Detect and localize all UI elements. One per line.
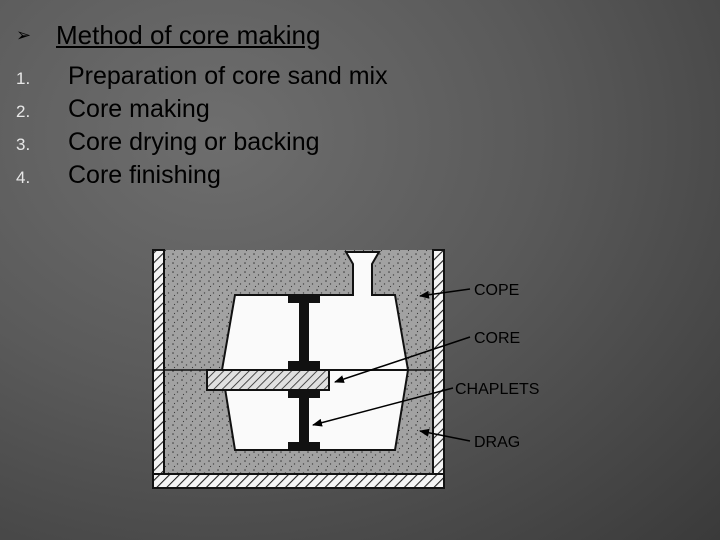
step-item: 2. Core making	[16, 93, 388, 126]
chaplet-upper-foot	[288, 361, 320, 370]
drag-leader	[419, 428, 471, 442]
drag-label: DRAG	[474, 434, 520, 451]
step-text: Core finishing	[68, 161, 221, 189]
flask-right-wall	[432, 249, 445, 489]
steps-list: 1. Preparation of core sand mix 2. Core ma…	[16, 60, 388, 192]
step-number: 2.	[16, 102, 31, 121]
core	[206, 369, 330, 391]
step-text: Core drying or backing	[68, 128, 320, 156]
chaplet-lower-stem	[299, 398, 309, 442]
chaplets-leader	[312, 387, 454, 427]
core-label: CORE	[474, 330, 520, 347]
chaplet-upper-head	[288, 295, 320, 303]
flask-bottom-board	[152, 473, 445, 489]
cope-leader	[419, 288, 471, 299]
chaplet-lower-foot	[288, 442, 320, 450]
step-text: Preparation of core sand mix	[68, 62, 388, 90]
chaplet-lower-head	[288, 390, 320, 398]
step-item: 4. Core finishing	[16, 159, 388, 192]
step-item: 1. Preparation of core sand mix	[16, 60, 388, 93]
core-leader	[334, 336, 471, 383]
step-item: 3. Core drying or backing	[16, 126, 388, 159]
step-number: 1.	[16, 69, 31, 88]
chaplets-label: CHAPLETS	[455, 381, 539, 398]
flask-left-wall	[152, 249, 165, 489]
chaplet-upper-stem	[299, 303, 309, 361]
step-text: Core making	[68, 95, 210, 123]
arrow-bullet-icon: ➢	[16, 25, 32, 45]
step-number: 3.	[16, 135, 31, 154]
slide-heading: ➢ Method of core making	[16, 20, 321, 51]
slide-title: Method of core making	[56, 20, 321, 50]
cope-label: COPE	[474, 282, 519, 299]
step-number: 4.	[16, 168, 31, 187]
